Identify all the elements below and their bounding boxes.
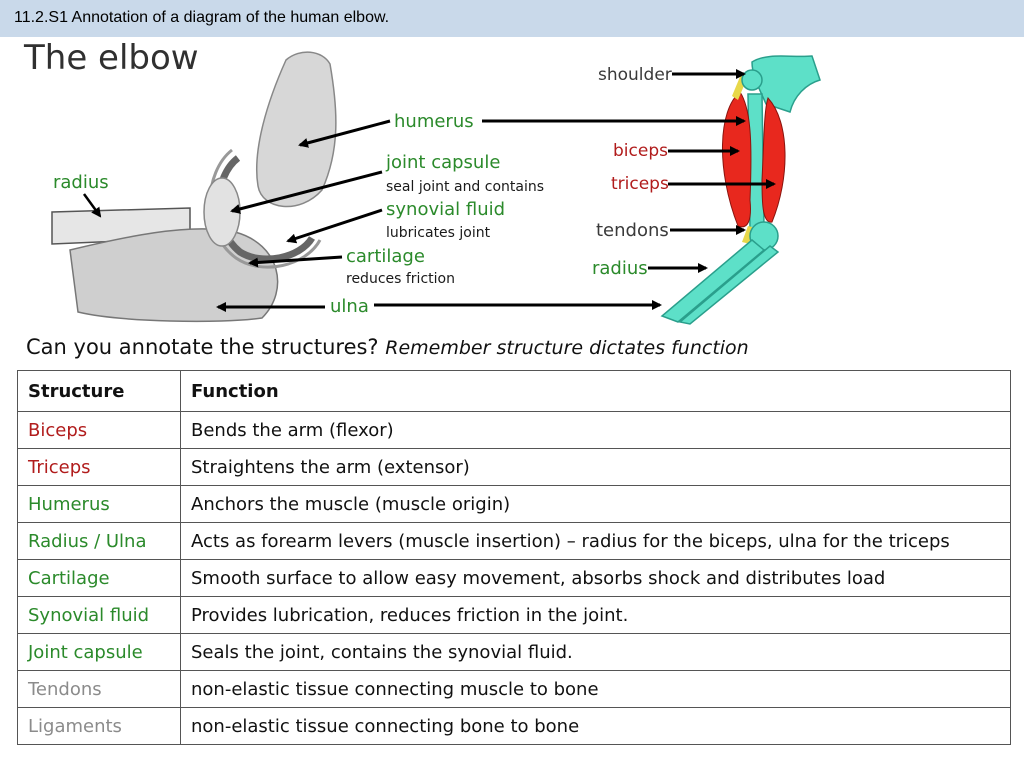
- structure-cell: Cartilage: [17, 559, 181, 597]
- table-header-row: Structure Function: [17, 370, 1011, 412]
- structure-cell: Biceps: [17, 411, 181, 449]
- table-row: Triceps Straightens the arm (extensor): [17, 448, 1011, 486]
- function-cell: Acts as forearm levers (muscle insertion…: [180, 522, 1011, 560]
- cartilage-arrow: [248, 255, 343, 268]
- label-humerus: humerus: [394, 111, 474, 132]
- page-title: The elbow: [24, 38, 199, 78]
- structure-cell: Triceps: [17, 448, 181, 486]
- structure-cell: Synovial fluid: [17, 596, 181, 634]
- synovial-fluid-arrow: [286, 208, 383, 244]
- note-joint-capsule: seal joint and contains: [386, 179, 545, 195]
- structure-cell: Radius / Ulna: [17, 522, 181, 560]
- header-function: Function: [180, 370, 1011, 412]
- function-cell: Anchors the muscle (muscle origin): [180, 485, 1011, 523]
- question-hint: Remember structure dictates function: [385, 337, 749, 359]
- function-cell: Provides lubrication, reduces friction i…: [180, 596, 1011, 634]
- function-cell: non-elastic tissue connecting muscle to …: [180, 670, 1011, 708]
- label-shoulder: shoulder: [598, 65, 672, 85]
- function-cell: Seals the joint, contains the synovial f…: [180, 633, 1011, 671]
- label-ulna: ulna: [330, 296, 369, 317]
- note-synovial-fluid: lubricates joint: [386, 225, 491, 241]
- header-structure: Structure: [17, 370, 181, 412]
- note-cartilage: reduces friction: [346, 271, 455, 287]
- label-biceps: biceps: [613, 141, 668, 161]
- table-row: Biceps Bends the arm (flexor): [17, 411, 1011, 449]
- label-joint-capsule: joint capsule: [386, 152, 501, 173]
- table-row: Humerus Anchors the muscle (muscle origi…: [17, 485, 1011, 523]
- structure-cell: Humerus: [17, 485, 181, 523]
- function-cell: non-elastic tissue connecting bone to bo…: [180, 707, 1011, 745]
- structure-cell: Joint capsule: [17, 633, 181, 671]
- humerus-arrow: [298, 119, 391, 148]
- table-row: Cartilage Smooth surface to allow easy m…: [17, 559, 1011, 597]
- label-tendons: tendons: [596, 220, 669, 241]
- table-row: Radius / Ulna Acts as forearm levers (mu…: [17, 522, 1011, 560]
- label-cartilage: cartilage: [346, 246, 425, 267]
- table-row: Joint capsule Seals the joint, contains …: [17, 633, 1011, 671]
- radius-arrow: [82, 193, 102, 218]
- function-cell: Smooth surface to allow easy movement, a…: [180, 559, 1011, 597]
- structure-cell: Tendons: [17, 670, 181, 708]
- header-band: 11.2.S1 Annotation of a diagram of the h…: [0, 0, 1024, 37]
- table-row: Synovial fluid Provides lubrication, red…: [17, 596, 1011, 634]
- table-row: Ligaments non-elastic tissue connecting …: [17, 707, 1011, 745]
- label-radius-arm: radius: [592, 258, 648, 279]
- function-cell: Straightens the arm (extensor): [180, 448, 1011, 486]
- elbow-diagram: [51, 51, 821, 325]
- label-triceps: triceps: [611, 174, 669, 194]
- joint-capsule-arrow: [230, 170, 383, 214]
- structure-cell: Ligaments: [17, 707, 181, 745]
- label-synovial-fluid: synovial fluid: [386, 199, 506, 220]
- header-text: 11.2.S1 Annotation of a diagram of the h…: [14, 9, 390, 26]
- structure-function-table: Structure Function Biceps Bends the arm …: [17, 370, 1011, 750]
- arm-illustration: [660, 55, 821, 325]
- table-row: Tendons non-elastic tissue connecting mu…: [17, 670, 1011, 708]
- question-text: Can you annotate the structures?: [26, 335, 379, 359]
- question-line: Can you annotate the structures? Remembe…: [26, 335, 749, 359]
- label-radius-elbow: radius: [53, 172, 109, 193]
- function-cell: Bends the arm (flexor): [180, 411, 1011, 449]
